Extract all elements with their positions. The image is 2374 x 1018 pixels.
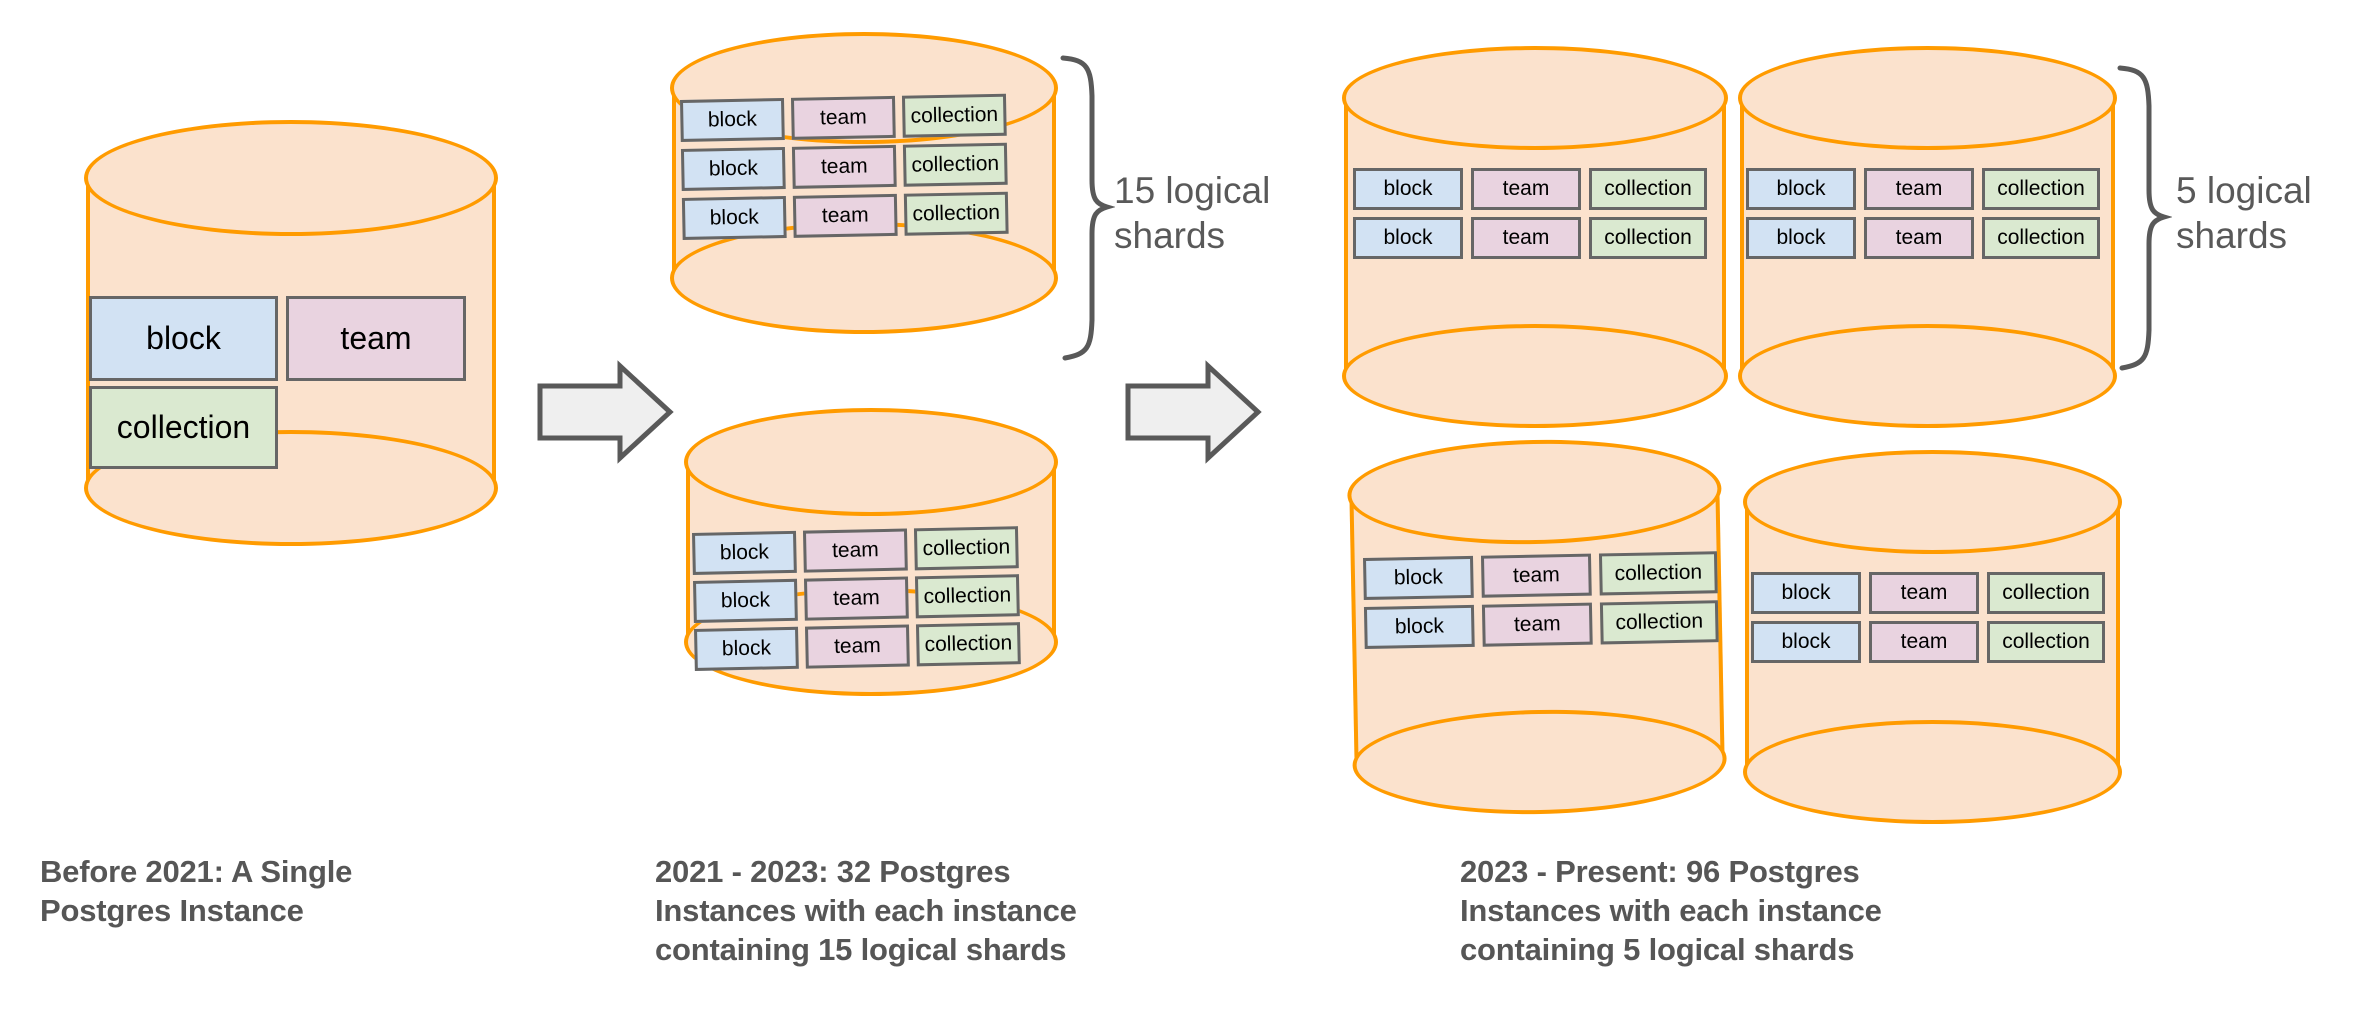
caption-stage-2023-present: 2023 - Present: 96 Postgres Instances wi… xyxy=(1460,854,1882,967)
brace-15-logical-shards xyxy=(1055,52,1116,362)
shard-team[interactable]: team xyxy=(1864,217,1974,259)
shard-team[interactable]: team xyxy=(803,576,909,621)
shard-team[interactable]: team xyxy=(1481,602,1593,647)
cylinder-top-ellipse xyxy=(84,120,498,236)
shard-block[interactable]: block xyxy=(681,195,787,240)
shard-block[interactable]: block xyxy=(1751,621,1861,663)
shard-collection[interactable]: collection xyxy=(1598,551,1718,596)
curly-brace-icon xyxy=(1060,55,1116,361)
shard-collection[interactable]: collection xyxy=(915,622,1021,667)
shard-row: block team collection xyxy=(680,142,1008,191)
shard-collection[interactable]: collection xyxy=(901,93,1007,138)
shard-row: block team collection xyxy=(692,526,1019,575)
shard-collection[interactable]: collection xyxy=(1589,168,1707,210)
annotation-5-logical-shards: 5 logical shards xyxy=(2176,170,2312,256)
cylinder-bottom-ellipse xyxy=(670,222,1058,334)
shard-collection[interactable]: collection xyxy=(902,142,1008,187)
shard-block[interactable]: block xyxy=(1751,572,1861,614)
shard-team[interactable]: team xyxy=(1471,217,1581,259)
shard-grid-2023-bottom-left: block team collection block team collect… xyxy=(1363,551,1719,649)
annotation-15-logical-shards: 15 logical shards xyxy=(1114,170,1271,256)
cylinder-bottom-ellipse xyxy=(1738,324,2117,428)
shard-collection[interactable]: collection xyxy=(913,526,1019,571)
shard-collection[interactable]: collection xyxy=(1987,572,2105,614)
right-arrow-icon xyxy=(1125,360,1262,464)
shard-collection[interactable]: collection xyxy=(1982,217,2100,259)
shard-block[interactable]: block xyxy=(694,626,799,671)
shard-row: block team collection xyxy=(1746,217,2100,259)
cylinder-top-ellipse xyxy=(1738,46,2117,150)
shard-collection[interactable]: collection xyxy=(1589,217,1707,259)
cylinder-top-ellipse xyxy=(1342,46,1728,150)
right-arrow-icon xyxy=(537,360,674,464)
shard-row: block team collection xyxy=(1353,217,1707,259)
shard-block[interactable]: block xyxy=(1353,168,1463,210)
shard-team[interactable]: team xyxy=(792,193,898,238)
shard-row: block team collection xyxy=(680,93,1007,142)
shard-row: block team collection xyxy=(1363,600,1719,649)
cylinder-bottom-ellipse xyxy=(1743,720,2122,824)
shard-block[interactable]: block xyxy=(1746,217,1856,259)
shard-collection[interactable]: collection xyxy=(1987,621,2105,663)
shard-block[interactable]: block xyxy=(1363,555,1474,600)
shard-row: block team collection xyxy=(1751,572,2105,614)
shard-team[interactable]: team xyxy=(790,95,896,140)
shard-team[interactable]: team xyxy=(1471,168,1581,210)
shard-team[interactable]: team xyxy=(1864,168,1974,210)
shard-block[interactable]: block xyxy=(680,98,785,142)
shard-grid-2023-top-right: block team collection block team collect… xyxy=(1746,168,2100,259)
shard-block[interactable]: block xyxy=(1353,217,1463,259)
shard-block[interactable]: block xyxy=(680,146,786,191)
shard-row: block team collection xyxy=(1746,168,2100,210)
shard-team[interactable]: team xyxy=(791,144,897,189)
shard-grid-2021-bottom: block team collection block team collect… xyxy=(692,526,1021,671)
shard-collection[interactable]: collection xyxy=(914,574,1020,619)
shard-grid-2023-bottom-right: block team collection block team collect… xyxy=(1751,572,2105,663)
arrow-stage1-to-stage2 xyxy=(530,358,680,468)
shard-block[interactable]: block xyxy=(1363,604,1475,649)
shard-row: block team collection xyxy=(693,574,1020,623)
shard-block[interactable]: block xyxy=(692,530,797,575)
shard-grid-2021-top: block team collection block team collect… xyxy=(680,93,1009,240)
shard-block[interactable]: block xyxy=(693,578,798,623)
caption-stage-before-2021: Before 2021: A Single Postgres Instance xyxy=(40,854,353,928)
curly-brace-icon xyxy=(2117,65,2173,371)
shard-team[interactable]: team xyxy=(804,624,910,669)
shard-team[interactable]: team xyxy=(802,528,908,573)
arrow-stage2-to-stage3 xyxy=(1118,358,1268,468)
cylinder-bottom-ellipse xyxy=(1342,324,1728,428)
shard-grid-2023-top-left: block team collection block team collect… xyxy=(1353,168,1707,259)
shard-team[interactable]: team xyxy=(1480,553,1592,598)
shard-block[interactable]: block xyxy=(1746,168,1856,210)
shard-row: block team collection xyxy=(681,191,1009,240)
cylinder-top-ellipse xyxy=(1743,450,2122,554)
shard-row: collection xyxy=(89,386,466,469)
shard-team[interactable]: team xyxy=(286,296,466,381)
shard-row: block team collection xyxy=(694,622,1021,671)
database-cylinder-2023-bottom-right xyxy=(1743,450,2122,824)
shard-block[interactable]: block xyxy=(89,296,278,381)
caption-stage-2021-2023: 2021 - 2023: 32 Postgres Instances with … xyxy=(655,854,1077,967)
shard-row: block team collection xyxy=(1353,168,1707,210)
brace-5-logical-shards xyxy=(2112,62,2173,372)
shard-row: block team collection xyxy=(1751,621,2105,663)
shard-collection[interactable]: collection xyxy=(1599,600,1719,645)
shard-row: block team collection xyxy=(1363,551,1718,600)
shard-team[interactable]: team xyxy=(1869,572,1979,614)
shard-row: block team xyxy=(89,296,466,381)
shard-collection[interactable]: collection xyxy=(1982,168,2100,210)
shard-collection[interactable]: collection xyxy=(89,386,278,469)
shard-grid-single-instance: block team collection xyxy=(89,296,466,469)
cylinder-top-ellipse xyxy=(684,408,1058,516)
shard-collection[interactable]: collection xyxy=(903,191,1009,236)
shard-team[interactable]: team xyxy=(1869,621,1979,663)
